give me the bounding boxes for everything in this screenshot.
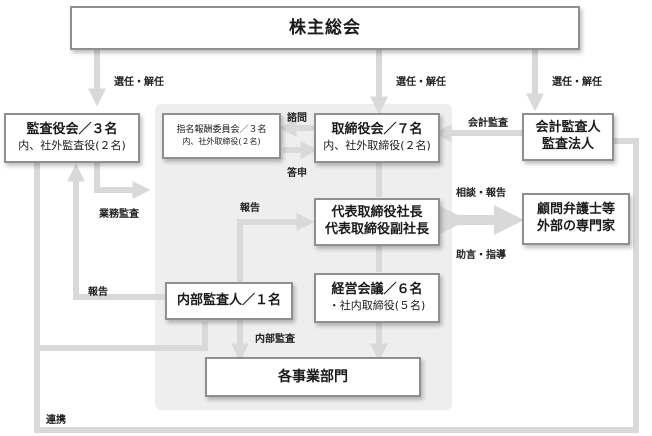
- label-elect-right: 選任・解任: [552, 77, 602, 88]
- shareholders-label: 株主総会: [289, 17, 361, 38]
- label-reply: 答申: [287, 168, 307, 179]
- president-title: 代表取締役社長: [331, 205, 423, 221]
- board-subtitle: 内、社外取締役(２名): [323, 139, 431, 153]
- divisions-title: 各事業部門: [278, 368, 348, 385]
- label-elect-left: 選任・解任: [114, 77, 164, 88]
- business-divisions-box: 各事業部門: [205, 357, 421, 397]
- internal-auditor-title: 内部監査人／１名: [176, 292, 281, 308]
- label-report-top: 報告: [240, 203, 260, 214]
- nomination-committee-box: 指名報酬委員会／３名 内、社外取締役(２名): [162, 113, 281, 159]
- line-cooperation-internal: [37, 322, 208, 351]
- label-report-left: 報告: [88, 287, 108, 298]
- management-meeting-box: 経営会議／６名 ・社内取締役(５名): [314, 273, 440, 323]
- accounting-title: 会計監査人: [535, 120, 601, 136]
- line-cooperation: [34, 138, 639, 433]
- shareholders-box: 株主総会: [70, 6, 580, 50]
- label-business-audit: 業務監査: [99, 209, 139, 220]
- label-account-audit: 会計監査: [468, 118, 508, 129]
- board-title: 取締役会／７名: [331, 122, 423, 138]
- nomination-title: 指名報酬委員会／３名: [176, 124, 267, 135]
- label-consult: 諮問: [287, 113, 307, 124]
- advisors-subtitle: 外部の専門家: [536, 219, 615, 234]
- arrow-report-top: [237, 213, 315, 282]
- label-elect-center: 選任・解任: [396, 77, 446, 88]
- label-cooperation: 連携: [46, 415, 66, 426]
- label-advice: 助言・指導: [456, 250, 506, 261]
- board-box: 取締役会／７名 内、社外取締役(２名): [314, 113, 440, 163]
- arrow-business-audit: [94, 162, 151, 199]
- accounting-subtitle: 監査法人: [541, 137, 594, 152]
- nomination-subtitle: 内、社外取締役(２名): [182, 136, 261, 146]
- vice-president-title: 代表取締役副社長: [324, 222, 429, 237]
- internal-auditor-box: 内部監査人／１名: [165, 282, 293, 320]
- president-box: 代表取締役社長 代表取締役副社長: [314, 198, 440, 246]
- auditors-subtitle: 内、社外監査役(２名): [18, 139, 126, 153]
- accounting-auditor-box: 会計監査人 監査法人: [522, 113, 614, 161]
- advisors-box: 顧問弁護士等 外部の専門家: [522, 193, 630, 245]
- label-consult-report: 相談・報告: [456, 188, 506, 199]
- arrow-report-left: [67, 163, 165, 300]
- auditors-box: 監査役会／３名 内、社外監査役(２名): [4, 113, 140, 163]
- auditors-title: 監査役会／３名: [26, 122, 118, 138]
- management-subtitle: ・社内取締役(５名): [328, 299, 426, 313]
- advisors-title: 顧問弁護士等: [536, 202, 615, 218]
- label-internal-audit: 内部監査: [255, 334, 295, 345]
- management-title: 経営会議／６名: [331, 282, 423, 298]
